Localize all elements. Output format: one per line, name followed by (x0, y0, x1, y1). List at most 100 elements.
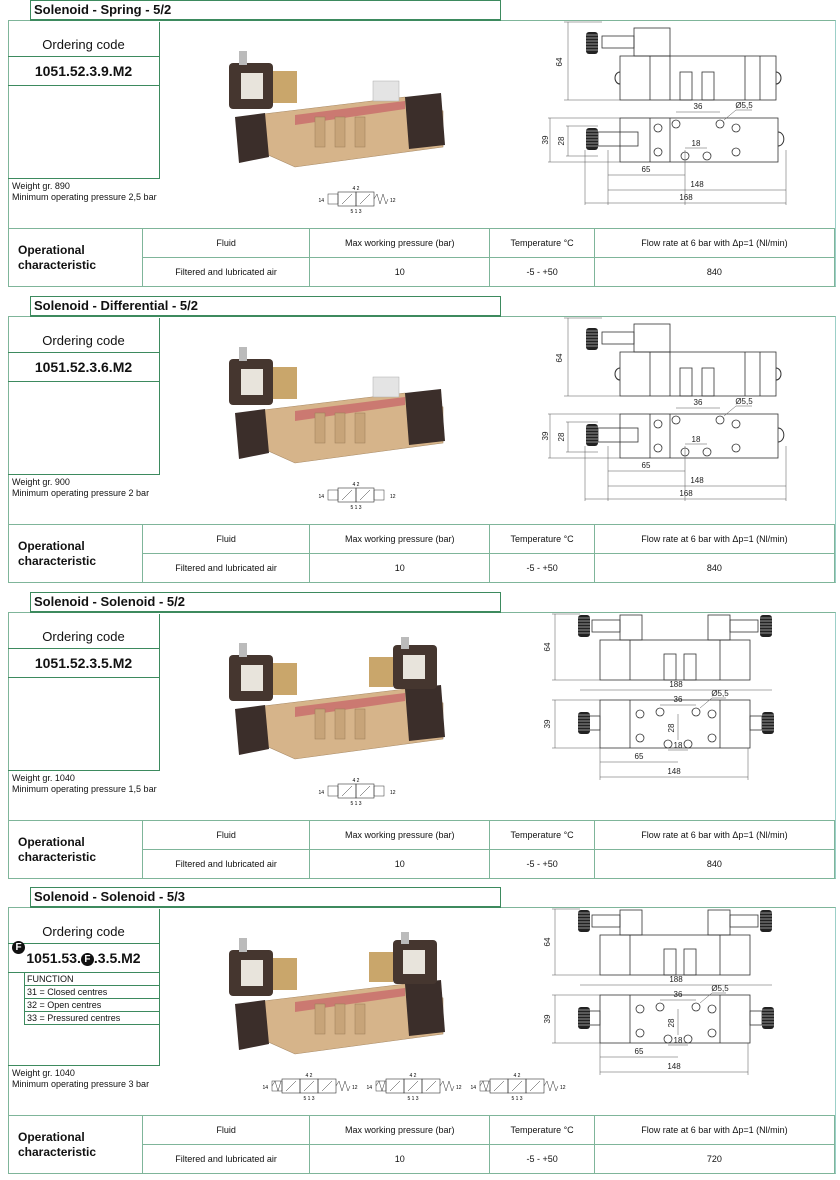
operational-heading: Operational characteristic (8, 524, 143, 583)
weight-text: Weight gr. 900 (12, 477, 70, 487)
dim-pitch: 36 (694, 398, 703, 407)
min-pressure-text: Minimum operating pressure 1,5 bar (12, 784, 157, 794)
section-title: Solenoid - Solenoid - 5/3 (30, 887, 501, 908)
ordering-code: 1051.52.3.5.M2 (8, 649, 159, 678)
manual-knob-icon (578, 1007, 590, 1029)
valve-photo (229, 932, 445, 1055)
table-cell: 10 (309, 849, 491, 879)
port-label-12: 12 (352, 1085, 358, 1091)
column-header: Max working pressure (bar) (309, 1115, 491, 1145)
dim-total: 188 (669, 680, 683, 689)
bottom-body (619, 117, 779, 163)
port-label-14: 14 (262, 1085, 268, 1091)
manual-knob-icon (760, 910, 772, 932)
bottom-body (619, 413, 779, 459)
column-header: Fluid (141, 1115, 311, 1145)
column-header: Temperature °C (489, 1115, 595, 1145)
manual-knob-icon (762, 1007, 774, 1029)
port-label-12: 12 (390, 790, 396, 796)
dim-total: 188 (669, 975, 683, 984)
column-header: Max working pressure (bar) (309, 524, 491, 554)
table-cell: Filtered and lubricated air (141, 553, 311, 583)
table-cell: 10 (309, 553, 491, 583)
function-option: 33 = Pressured centres (24, 1012, 159, 1025)
operational-heading: Operational characteristic (8, 1115, 143, 1174)
weight-text: Weight gr. 1040 (12, 1068, 75, 1078)
port-label-bottom: 5 1 3 (350, 801, 361, 807)
column-header: Flow rate at 6 bar with Δp=1 (Nl/min) (593, 228, 836, 258)
column-header: Temperature °C (489, 820, 595, 850)
valve-photo (229, 347, 445, 464)
dim-pitch: 36 (674, 990, 683, 999)
port-label-12: 12 (456, 1085, 462, 1091)
ordering-code: 1051.52.3.6.M2 (8, 353, 159, 382)
column-header: Max working pressure (bar) (309, 228, 491, 258)
column-header: Fluid (141, 524, 311, 554)
dim-body: 148 (690, 180, 704, 189)
dim-inner: 28 (557, 432, 566, 441)
dim-height: 64 (555, 353, 564, 362)
manual-knob-icon (586, 328, 598, 350)
table-cell: Filtered and lubricated air (141, 257, 311, 287)
port-label-12: 12 (390, 198, 396, 204)
function-marker-icon: F (80, 953, 94, 966)
dim-hole: Ø5,5 (711, 689, 729, 698)
manual-knob-icon (586, 128, 598, 150)
manual-knob-icon (578, 712, 590, 734)
dim-hole: Ø5,5 (735, 397, 753, 406)
dim-body: 148 (690, 476, 704, 485)
product-photo (229, 637, 445, 760)
table-cell: 840 (593, 257, 836, 287)
port-label-bottom: 5 1 3 (350, 209, 361, 215)
column-header: Fluid (141, 820, 311, 850)
column-header: Flow rate at 6 bar with Δp=1 (Nl/min) (593, 820, 836, 850)
dim-small: 18 (692, 435, 701, 444)
ordering-code-label: Ordering code (8, 909, 159, 944)
table-cell: 840 (593, 849, 836, 879)
valve-photo (229, 637, 445, 760)
product-photo (229, 51, 445, 168)
port-label-12: 12 (560, 1085, 566, 1091)
dim-width: 39 (541, 135, 550, 144)
table-cell: -5 - +50 (489, 553, 595, 583)
port-label-bottom: 5 1 3 (407, 1096, 418, 1102)
manual-knob-icon (578, 615, 590, 637)
table-cell: Filtered and lubricated air (141, 849, 311, 879)
port-label-bottom: 5 1 3 (303, 1096, 314, 1102)
manual-knob-icon (586, 32, 598, 54)
ordering-code-label: Ordering code (8, 318, 159, 353)
dim-total: 168 (679, 193, 693, 202)
dim-hole: Ø5,5 (735, 101, 753, 110)
function-title: FUNCTION (24, 973, 159, 986)
dim-body: 148 (667, 1062, 681, 1071)
min-pressure-text: Minimum operating pressure 2,5 bar (12, 192, 157, 202)
dim-height: 64 (555, 57, 564, 66)
manual-knob-icon (762, 712, 774, 734)
port-label-top: 4 2 (353, 482, 360, 488)
port-label-bottom: 5 1 3 (350, 505, 361, 511)
port-label-top: 4 2 (353, 778, 360, 784)
function-option: 31 = Closed centres (24, 986, 159, 999)
column-header: Temperature °C (489, 524, 595, 554)
function-option: 32 = Open centres (24, 999, 159, 1012)
port-label-top: 4 2 (514, 1073, 521, 1079)
